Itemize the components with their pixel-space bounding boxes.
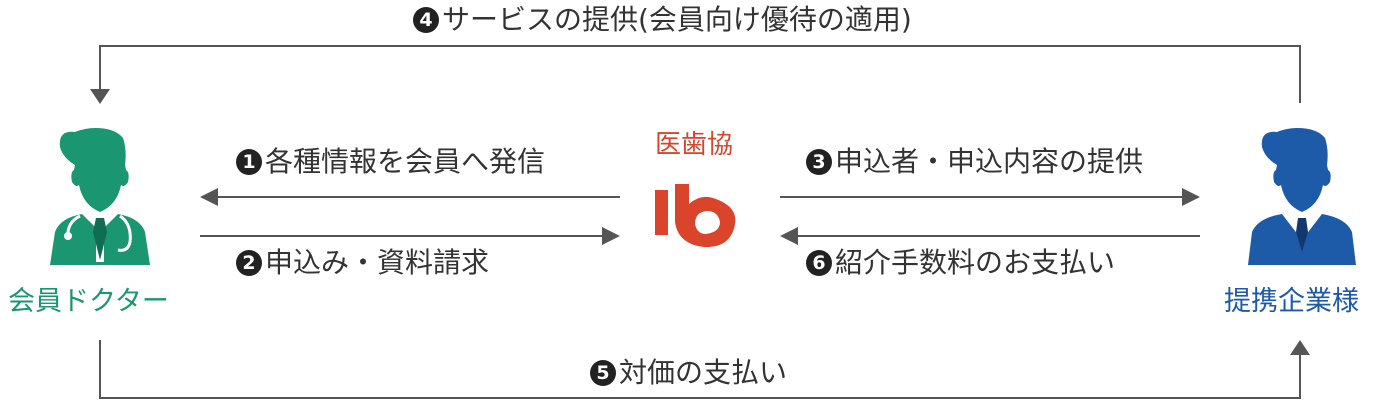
flow-text: 申込者・申込内容の提供 [835, 145, 1144, 178]
businessman-icon [1248, 128, 1356, 265]
doctor-icon [50, 128, 150, 265]
flow-label-applicant: 3 申込者・申込内容の提供 [806, 148, 1143, 176]
flow-label-request: 2 申込み・資料請求 [236, 249, 489, 277]
organization-name: 医歯協 [655, 130, 734, 160]
ishikyo-logo [655, 184, 736, 248]
flow-text: 各種情報を会員へ発信 [265, 145, 546, 178]
step-number-badge: 5 [590, 360, 616, 386]
flow-label-fee: 6 紹介手数料のお支払い [806, 249, 1115, 277]
flow-label-payment: 5 対価の支払い [590, 359, 787, 387]
arrow-info-to-members [200, 188, 620, 206]
arrow-applicant-info [780, 188, 1200, 206]
arrow-service-provision [90, 45, 1301, 104]
flow-text: サービスの提供(会員向け優待の適用) [442, 3, 912, 36]
step-number-badge: 4 [413, 7, 439, 33]
flow-text: 紹介手数料のお支払い [835, 246, 1116, 279]
step-number-badge: 6 [806, 250, 832, 276]
arrow-application-request [200, 227, 620, 245]
arrow-payment [99, 340, 1310, 399]
flow-label-service: 4 サービスの提供(会員向け優待の適用) [413, 6, 912, 34]
flow-label-info: 1 各種情報を会員へ発信 [236, 148, 545, 176]
step-number-badge: 2 [236, 250, 262, 276]
flow-text: 対価の支払い [619, 356, 788, 389]
flow-text: 申込み・資料請求 [265, 246, 490, 279]
step-number-badge: 3 [806, 149, 832, 175]
arrow-referral-fee [780, 227, 1200, 245]
company-label: 提携企業様 [1224, 286, 1359, 317]
doctor-label: 会員ドクター [8, 286, 169, 317]
step-number-badge: 1 [236, 149, 262, 175]
